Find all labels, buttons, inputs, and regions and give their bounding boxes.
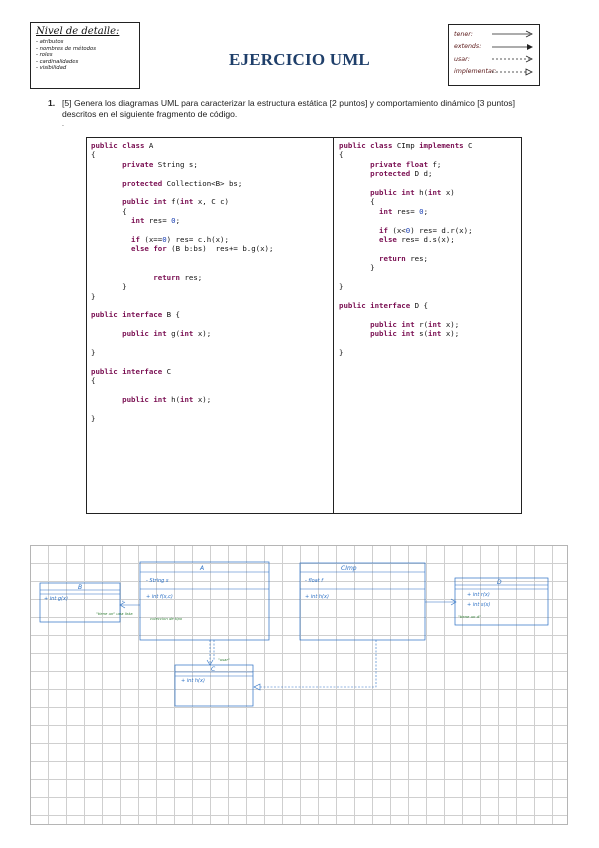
- code-line: else res= d.s(x);: [379, 235, 455, 245]
- detail-level-title: Nivel de detalle:: [36, 26, 120, 37]
- code-line: public interface C: [91, 366, 172, 376]
- code-line: }: [339, 347, 344, 357]
- code-line: [91, 169, 273, 178]
- legend-label: usar:: [454, 55, 470, 63]
- code-line: }: [339, 263, 375, 273]
- detail-level-note: Nivel de detalle: - atributos - nombres …: [30, 22, 140, 89]
- code-line: if (x<0) res= d.r(x);: [379, 225, 473, 235]
- code-line: if (x==0) res= c.h(x);: [131, 235, 229, 245]
- code-line: public interface B {: [91, 310, 181, 320]
- code-line: protected Collection<B> bs;: [122, 178, 243, 188]
- code-line: public interface D {: [339, 300, 429, 310]
- code-block-left: public class A{ private String s; protec…: [91, 141, 273, 423]
- code-line: [339, 244, 473, 253]
- code-table-divider: [333, 137, 334, 514]
- code-line: public class CImp implements C: [339, 141, 473, 150]
- code-line: [339, 292, 473, 301]
- detail-item: - nombres de métodos: [36, 45, 96, 52]
- code-line: {: [339, 150, 344, 160]
- legend-label: tener:: [454, 30, 473, 38]
- code-line: }: [339, 282, 344, 292]
- dashed-triangle-arrow-icon: [492, 68, 533, 76]
- code-line: return res;: [379, 253, 428, 263]
- code-table: [86, 137, 522, 514]
- question-text: 1. [5] Genera los diagramas UML para car…: [48, 98, 532, 120]
- code-line: int res= 0;: [131, 216, 181, 226]
- solid-arrow-icon: [492, 30, 533, 38]
- page-title: EJERCICIO UML: [229, 50, 370, 69]
- legend-row-implementar: implementar:: [454, 66, 534, 79]
- legend-row-usar: usar:: [454, 53, 534, 66]
- question-body: [5] Genera los diagramas UML para caract…: [62, 98, 515, 119]
- code-line: int res= 0;: [379, 206, 429, 216]
- code-line: public int r(int x);: [370, 319, 460, 329]
- legend-label: implementar:: [454, 68, 497, 76]
- code-line: [339, 339, 473, 348]
- code-line: {: [91, 376, 96, 386]
- code-line: {: [339, 197, 375, 207]
- legend-row-tener: tener:: [454, 28, 534, 41]
- detail-item: - visibilidad: [36, 65, 67, 72]
- code-line: public int s(int x);: [370, 329, 460, 339]
- code-line: [91, 404, 273, 413]
- uml-grid-area: [30, 545, 568, 825]
- code-line: [91, 226, 273, 235]
- detail-item: - cardinalidades: [36, 58, 79, 65]
- code-line: public int h(int x): [370, 188, 455, 198]
- code-line: public int h(int x);: [122, 394, 212, 404]
- code-line: private float f;: [370, 159, 442, 169]
- legend-row-extends: extends:: [454, 41, 534, 54]
- code-line: public int f(int x, C c): [122, 197, 229, 207]
- margin-mark: .: [62, 121, 64, 128]
- code-line: }: [91, 291, 96, 301]
- code-line: [339, 179, 473, 188]
- code-line: [91, 386, 273, 395]
- code-line: [91, 263, 273, 272]
- legend-label: extends:: [454, 43, 482, 51]
- code-line: private String s;: [122, 159, 198, 169]
- question-number: 1.: [48, 98, 56, 108]
- code-line: [91, 357, 273, 366]
- code-line: [91, 188, 273, 197]
- code-block-right: public class CImp implements C{ private …: [339, 141, 473, 357]
- detail-item: - atributos: [36, 39, 64, 45]
- code-line: [339, 273, 473, 282]
- arrow-legend-note: tener: extends: usar: implementar:: [448, 24, 540, 86]
- code-line: }: [91, 282, 127, 292]
- code-line: public int g(int x);: [122, 329, 212, 339]
- code-line: [91, 320, 273, 329]
- dashed-arrow-icon: [492, 55, 533, 63]
- code-line: [91, 254, 273, 263]
- code-line: public class A: [91, 141, 154, 150]
- code-line: {: [91, 150, 96, 160]
- code-line: [339, 216, 473, 225]
- code-line: [91, 339, 273, 348]
- code-line: protected D d;: [370, 169, 433, 179]
- filled-arrow-icon: [492, 43, 533, 50]
- code-line: }: [91, 347, 96, 357]
- code-line: [339, 310, 473, 319]
- code-line: return res;: [153, 272, 203, 282]
- detail-item: - roles: [36, 52, 53, 59]
- code-line: else for (B b:bs) res+= b.g(x);: [131, 244, 274, 254]
- code-line: [91, 301, 273, 310]
- code-line: {: [91, 206, 127, 216]
- code-line: }: [91, 413, 96, 423]
